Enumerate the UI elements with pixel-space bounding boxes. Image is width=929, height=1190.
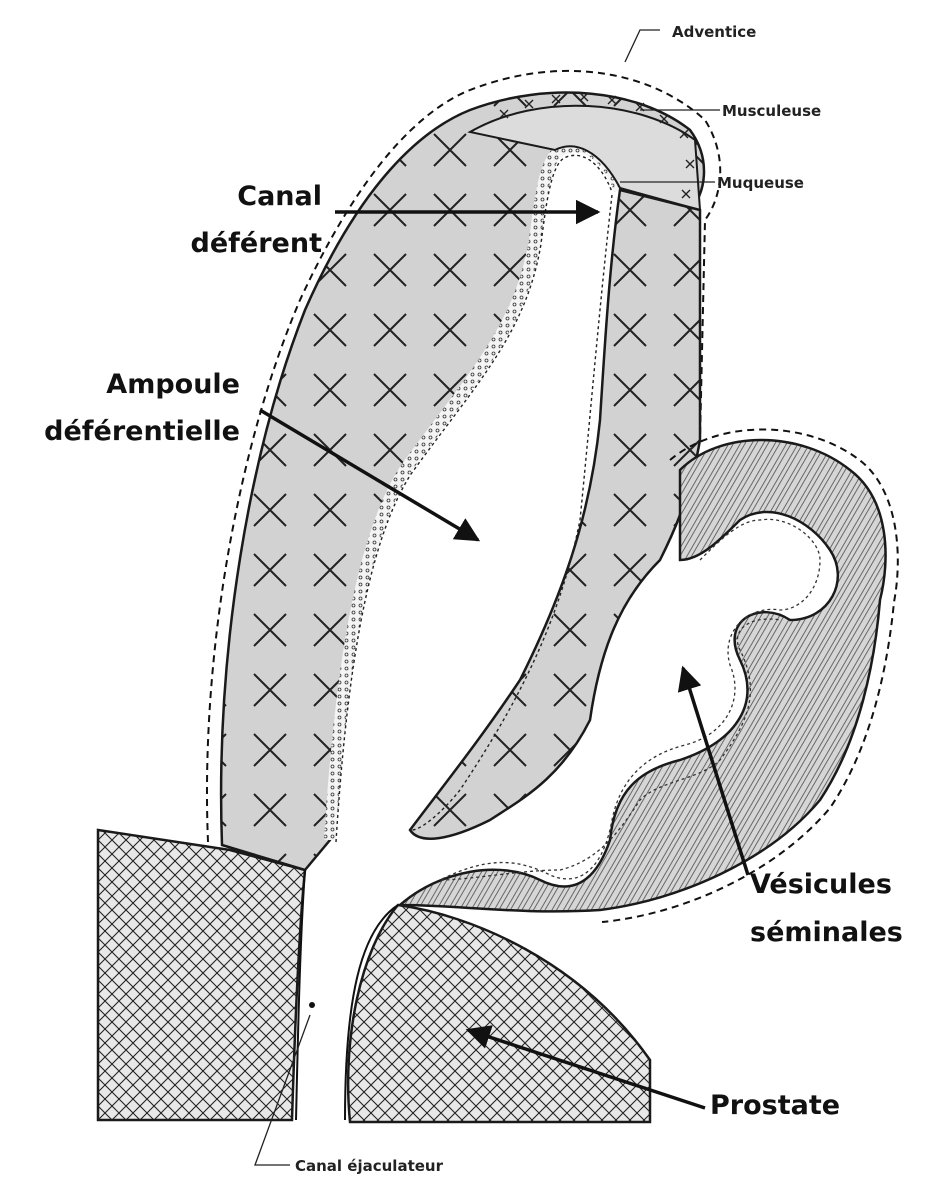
vesicules-lumen <box>439 518 821 881</box>
adventice-leader <box>624 29 660 63</box>
canal-ejaculateur-dot <box>309 1002 315 1008</box>
adventice-outline <box>205 69 722 843</box>
ampoule-right-wall <box>408 188 702 840</box>
canal-ejaculateur-right <box>344 904 399 1121</box>
canal-ejaculateur-left <box>295 869 306 1121</box>
musculeuse-x-marks <box>499 92 695 199</box>
label-vesicules-2: séminales <box>750 917 903 948</box>
musculeuse-band <box>467 104 702 212</box>
prostate-arrow <box>465 1025 706 1110</box>
label-ampoule-1: Ampoule <box>106 369 240 400</box>
vesicules-adventice <box>601 428 899 923</box>
label-ampoule-2: déférentielle <box>44 416 240 447</box>
prostate-left-lobe <box>96 828 307 1122</box>
label-canal-ejaculateur: Canal éjaculateur <box>295 1157 444 1175</box>
label-canal-deferent-1: Canal <box>237 181 322 212</box>
label-musculeuse: Musculeuse <box>722 102 821 120</box>
label-canal-deferent-2: déférent <box>191 228 323 259</box>
vesicules-arrow <box>677 665 750 876</box>
mucosa-lining-right <box>411 194 613 831</box>
label-prostate: Prostate <box>710 1090 840 1121</box>
label-adventice: Adventice <box>672 23 756 41</box>
ampoule-arrow <box>259 408 481 542</box>
canal-ejaculateur-leader <box>254 1014 311 1166</box>
label-vesicules-1: Vésicules <box>750 869 892 900</box>
mucosa-lining-left <box>324 140 626 841</box>
label-muqueuse: Muqueuse <box>717 174 804 192</box>
prostate-right-lobe <box>346 903 652 1124</box>
mucosa-edge-left <box>335 154 613 843</box>
